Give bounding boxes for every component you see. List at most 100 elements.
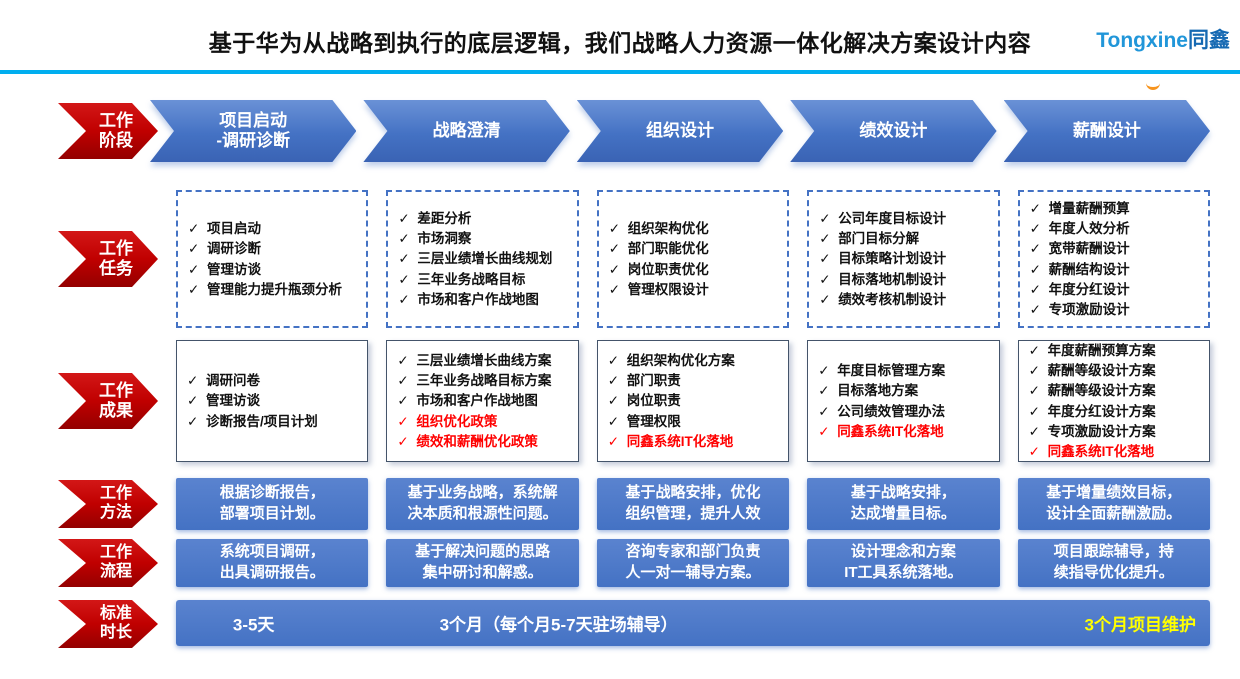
- duration-maintenance: 3个月项目维护: [1084, 615, 1196, 635]
- task-box: 项目启动 调研诊断 管理访谈 管理能力提升瓶颈分析: [176, 190, 369, 328]
- page-title: 基于华为从战略到执行的底层逻辑，我们战略人力资源一体化解决方案设计内容: [208, 30, 1032, 56]
- result-box: 组织架构优化方案 部门职责 岗位职责 管理权限 同鑫系统IT化落地: [596, 340, 790, 462]
- method-row: 工作 方法 根据诊断报告， 部署项目计划。 基于业务战略，系统解 决本质和根源性…: [0, 478, 1240, 530]
- result-box: 年度薪酬预算方案 薪酬等级设计方案 薪酬等级设计方案 年度分红设计方案 专项激励…: [1017, 339, 1210, 464]
- logo-text-en: Tongxine: [1096, 29, 1188, 52]
- task-item: 三年业务战略目标: [398, 271, 570, 289]
- row-label-task: 工作 任务: [58, 231, 158, 287]
- result-box: 年度目标管理方案 目标落地方案 公司绩效管理办法 同鑫系统IT化落地: [807, 340, 1000, 462]
- task-item: 项目启动: [188, 220, 360, 238]
- task-item: 市场洞察: [398, 230, 570, 248]
- row-label-flow: 工作 流程: [58, 539, 158, 587]
- result-item: 市场和客户作战地图: [397, 392, 571, 410]
- flow-row: 工作 流程 系统项目调研， 出具调研报告。 基于解决问题的思路 集中研讨和解惑。…: [0, 539, 1240, 587]
- duration-phase2: 3个月（每个月5-7天驻场辅导）: [439, 615, 678, 635]
- result-list: 年度目标管理方案 目标落地方案 公司绩效管理办法 同鑫系统IT化落地: [818, 359, 992, 443]
- task-list: 差距分析 市场洞察 三层业绩增长曲线规划 三年业务战略目标 市场和客户作战地图: [398, 207, 570, 311]
- duration-bar: 3-5天 3个月（每个月5-7天驻场辅导） 3个月项目维护: [176, 600, 1210, 646]
- task-list: 组织架构优化 部门职能优化 岗位职责优化 管理权限设计: [609, 217, 781, 301]
- task-item: 宽带薪酬设计: [1030, 240, 1202, 258]
- task-item: 增量薪酬预算: [1030, 200, 1202, 218]
- result-item-highlight: 同鑫系统IT化落地: [608, 433, 782, 451]
- logo-text-cn: 同鑫: [1188, 29, 1230, 52]
- task-item: 部门目标分解: [819, 230, 991, 248]
- task-item: 目标策略计划设计: [819, 250, 991, 268]
- header-divider: [0, 70, 1240, 74]
- result-item: 年度薪酬预算方案: [1029, 342, 1203, 360]
- phase-arrow: 薪酬设计: [1004, 100, 1210, 162]
- method-box: 基于战略安排， 达成增量目标。: [807, 478, 1000, 530]
- result-item: 管理权限: [608, 413, 782, 431]
- result-item: 三年业务战略目标方案: [397, 372, 571, 390]
- duration-row: 标准 时长 3-5天 3个月（每个月5-7天驻场辅导） 3个月项目维护: [0, 600, 1240, 648]
- task-box: 差距分析 市场洞察 三层业绩增长曲线规划 三年业务战略目标 市场和客户作战地图: [386, 190, 579, 328]
- flow-box: 基于解决问题的思路 集中研讨和解惑。: [386, 539, 579, 587]
- company-logo: Tongxine同鑫: [1096, 29, 1230, 90]
- task-item: 差距分析: [398, 210, 570, 228]
- result-item: 年度分红设计方案: [1029, 403, 1203, 421]
- phase-arrow: 项目启动 -调研诊断: [150, 100, 356, 162]
- task-item: 三层业绩增长曲线规划: [398, 250, 570, 268]
- duration-phase1: 3-5天: [232, 615, 275, 635]
- result-item-highlight: 同鑫系统IT化落地: [818, 423, 992, 441]
- result-box: 调研问卷 管理访谈 诊断报告/项目计划: [176, 340, 369, 462]
- row-label-duration: 标准 时长: [58, 600, 158, 648]
- phase-row: 工作 阶段 项目启动 -调研诊断 战略澄清 组织设计 绩效设计 薪酬设计: [0, 100, 1240, 162]
- task-item: 市场和客户作战地图: [398, 291, 570, 309]
- result-item: 三层业绩增长曲线方案: [397, 352, 571, 370]
- flow-box: 设计理念和方案 IT工具系统落地。: [807, 539, 1000, 587]
- task-item: 绩效考核机制设计: [819, 291, 991, 309]
- result-item: 专项激励设计方案: [1029, 423, 1203, 441]
- task-item: 管理访谈: [188, 261, 360, 279]
- result-item: 诊断报告/项目计划: [187, 413, 361, 431]
- task-list: 项目启动 调研诊断 管理访谈 管理能力提升瓶颈分析: [188, 217, 360, 301]
- row-label-result: 工作 成果: [58, 373, 158, 429]
- row-label-method: 工作 方法: [58, 480, 158, 528]
- task-item: 年度分红设计: [1030, 281, 1202, 299]
- task-item: 组织架构优化: [609, 220, 781, 238]
- task-item: 专项激励设计: [1030, 301, 1202, 319]
- phase-arrow: 绩效设计: [790, 100, 996, 162]
- task-item: 岗位职责优化: [609, 261, 781, 279]
- phase-arrow: 战略澄清: [363, 100, 569, 162]
- task-item: 管理能力提升瓶颈分析: [188, 281, 360, 299]
- method-box: 基于战略安排，优化 组织管理，提升人效: [596, 478, 790, 530]
- task-item: 部门职能优化: [609, 240, 781, 258]
- result-item-highlight: 同鑫系统IT化落地: [1029, 443, 1203, 461]
- row-label-phase: 工作 阶段: [58, 103, 158, 159]
- flow-box: 项目跟踪辅导，持 续指导优化提升。: [1017, 539, 1210, 587]
- task-box: 组织架构优化 部门职能优化 岗位职责优化 管理权限设计: [596, 190, 790, 328]
- task-item: 管理权限设计: [609, 281, 781, 299]
- logo-smile-icon: [1146, 80, 1161, 90]
- task-item: 年度人效分析: [1030, 220, 1202, 238]
- result-list: 年度薪酬预算方案 薪酬等级设计方案 薪酬等级设计方案 年度分红设计方案 专项激励…: [1029, 339, 1203, 464]
- result-item-highlight: 绩效和薪酬优化政策: [397, 433, 571, 451]
- task-item: 薪酬结构设计: [1030, 261, 1202, 279]
- task-item: 公司年度目标设计: [819, 210, 991, 228]
- method-box: 基于业务战略，系统解 决本质和根源性问题。: [386, 478, 579, 530]
- result-item: 公司绩效管理办法: [818, 403, 992, 421]
- result-list: 组织架构优化方案 部门职责 岗位职责 管理权限 同鑫系统IT化落地: [608, 349, 782, 453]
- flow-box: 咨询专家和部门负责 人一对一辅导方案。: [596, 539, 790, 587]
- result-list: 三层业绩增长曲线方案 三年业务战略目标方案 市场和客户作战地图 组织优化政策 绩…: [397, 349, 571, 453]
- result-item: 目标落地方案: [818, 382, 992, 400]
- results-row: 工作 成果 调研问卷 管理访谈 诊断报告/项目计划 三层业绩增长曲线方案 三年业…: [0, 340, 1240, 462]
- result-list: 调研问卷 管理访谈 诊断报告/项目计划: [187, 369, 361, 433]
- task-list: 公司年度目标设计 部门目标分解 目标策略计划设计 目标落地机制设计 绩效考核机制…: [819, 207, 991, 311]
- method-box: 根据诊断报告， 部署项目计划。: [176, 478, 369, 530]
- result-item: 调研问卷: [187, 372, 361, 390]
- result-item: 薪酬等级设计方案: [1029, 362, 1203, 380]
- flow-box: 系统项目调研， 出具调研报告。: [176, 539, 369, 587]
- task-box: 公司年度目标设计 部门目标分解 目标策略计划设计 目标落地机制设计 绩效考核机制…: [807, 190, 1000, 328]
- task-list: 增量薪酬预算 年度人效分析 宽带薪酬设计 薪酬结构设计 年度分红设计 专项激励设…: [1030, 197, 1202, 322]
- header: 基于华为从战略到执行的底层逻辑，我们战略人力资源一体化解决方案设计内容 Tong…: [0, 0, 1240, 90]
- task-item: 调研诊断: [188, 240, 360, 258]
- phase-arrow-strip: 项目启动 -调研诊断 战略澄清 组织设计 绩效设计 薪酬设计: [150, 100, 1210, 162]
- result-box: 三层业绩增长曲线方案 三年业务战略目标方案 市场和客户作战地图 组织优化政策 绩…: [386, 340, 579, 462]
- result-item: 管理访谈: [187, 392, 361, 410]
- result-item: 年度目标管理方案: [818, 362, 992, 380]
- result-item: 岗位职责: [608, 392, 782, 410]
- result-item: 组织架构优化方案: [608, 352, 782, 370]
- task-item: 目标落地机制设计: [819, 271, 991, 289]
